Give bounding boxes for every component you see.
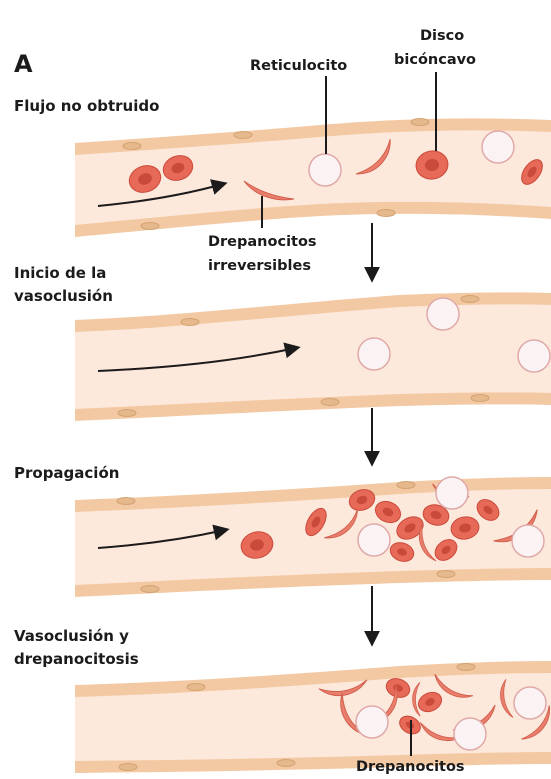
reticulocyte [427,298,459,330]
stage-2-title-line-2: vasoclusión [14,285,113,307]
endothelial-nucleus [471,395,489,402]
endothelial-nucleus [123,143,141,150]
reticulocyte [356,706,388,738]
stage-3-title: Propagación [14,462,119,484]
reticulocyte [454,718,486,750]
reticulocyte [358,524,390,556]
stage-4-title-line-1: Vasoclusión y [14,625,129,647]
stage-4-title-line-2: drepanocitosis [14,648,139,670]
endothelial-nucleus [234,132,252,139]
endothelial-nucleus [181,319,199,326]
endothelial-nucleus [119,764,137,771]
reticulocyte [482,131,514,163]
reticulocyte [512,525,544,557]
reticulocyte [358,338,390,370]
irreversible-sickle-label-line-1: Drepanocitos [208,232,317,252]
reticulocytes [309,131,550,750]
reticulocyte-label: Reticulocito [250,56,347,76]
endothelial-nucleus [457,664,475,671]
reticulocyte [309,154,341,186]
endothelial-nucleus [277,760,295,767]
reticulocyte [518,340,550,372]
endothelial-nucleus [377,210,395,217]
sickle-cells [244,135,551,746]
biconcave-disc-label-line-2: bicóncavo [394,50,476,70]
stage-2-title-line-1: Inicio de la [14,262,106,284]
endothelial-nucleus [437,571,455,578]
endothelial-nucleus [187,684,205,691]
endothelial-nucleus [141,586,159,593]
endothelial-nucleus [141,223,159,230]
biconcave-disc-label-line-1: Disco [420,26,464,46]
irreversible-sickle-label-line-2: irreversibles [208,256,311,276]
red-blood-cells [126,148,547,737]
sickle-cells-label: Drepanocitos [356,757,465,777]
reticulocyte [436,477,468,509]
reticulocyte [514,687,546,719]
endothelial-nucleus [321,399,339,406]
endothelial-nucleus [118,410,136,417]
stage-1-title: Flujo no obtruido [14,95,159,117]
endothelial-nucleus [411,119,429,126]
endothelial-nucleus [117,498,135,505]
vessel-group [75,118,551,773]
panel-label: A [14,50,33,78]
endothelial-nucleus [397,482,415,489]
endothelial-nucleus [461,296,479,303]
